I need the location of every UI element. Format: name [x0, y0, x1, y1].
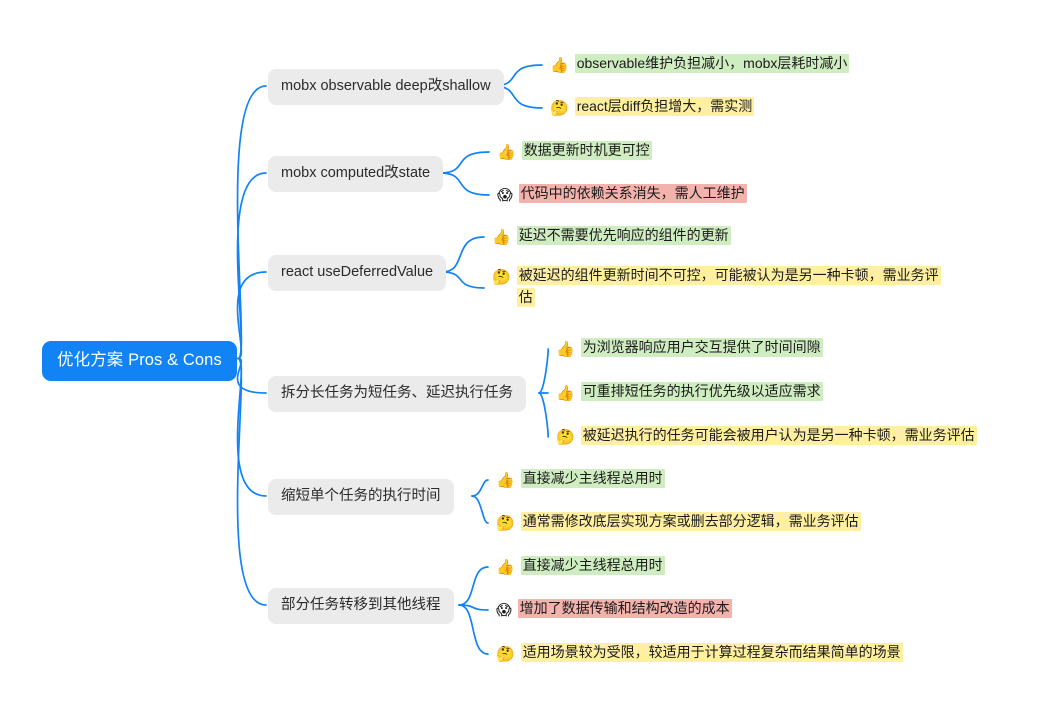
leaf-text-wrapper: 可重排短任务的执行优先级以适应需求 — [580, 381, 823, 403]
leaf-label: 可重排短任务的执行优先级以适应需求 — [580, 382, 823, 401]
link-branch-3-leaf-1 — [441, 236, 485, 273]
link-branch-4-leaf-1 — [538, 348, 549, 394]
leaf-text-wrapper: observable维护负担减小，mobx层耗时减小 — [574, 53, 850, 75]
leaf-label: observable维护负担减小，mobx层耗时减小 — [574, 54, 850, 73]
thinking-face-icon: 🤔 — [556, 428, 575, 446]
thinking-face-icon: 🤔 — [492, 268, 511, 286]
leaf-node-3-2[interactable]: 🤔 被延迟的组件更新时间不可控，可能被认为是另一种卡顿，需业务评估 — [492, 265, 944, 308]
leaf-text-wrapper: 适用场景较为受限，较适用于计算过程复杂而结果简单的场景 — [520, 642, 903, 664]
thinking-face-icon: 🤔 — [496, 645, 515, 663]
link-branch-5-leaf-2 — [471, 495, 489, 524]
leaf-label: 代码中的依赖关系消失，需人工维护 — [518, 184, 747, 203]
leaf-text-wrapper: 增加了数据传输和结构改造的成本 — [517, 598, 732, 620]
branch-node-5[interactable]: 缩短单个任务的执行时间 — [268, 479, 454, 515]
thumbs-up-icon: 👍 — [496, 471, 515, 489]
branch-node-2[interactable]: mobx computed改state — [268, 156, 444, 192]
leaf-text-wrapper: 数据更新时机更可控 — [521, 140, 652, 162]
leaf-label: react层diff负担增大，需实测 — [574, 97, 755, 116]
thinking-face-icon: 🤔 — [496, 514, 515, 532]
thumbs-up-icon: 👍 — [550, 56, 569, 74]
thumbs-up-icon: 👍 — [556, 340, 575, 358]
link-root-to-branch-4 — [236, 357, 267, 394]
link-root-to-branch-1 — [236, 85, 267, 360]
leaf-node-5-2[interactable]: 🤔 通常需修改底层实现方案或删去部分逻辑，需业务评估 — [496, 511, 861, 535]
leaf-node-2-2[interactable]: 😱 代码中的依赖关系消失，需人工维护 — [497, 183, 747, 207]
link-branch-5-leaf-1 — [471, 479, 489, 497]
thinking-face-icon: 🤔 — [550, 99, 569, 117]
leaf-label: 数据更新时机更可控 — [521, 141, 652, 160]
leaf-node-4-3[interactable]: 🤔 被延迟执行的任务可能会被用户认为是另一种卡顿，需业务评估 — [556, 425, 977, 449]
branch-node-6[interactable]: 部分任务转移到其他线程 — [268, 588, 454, 624]
link-branch-6-leaf-2 — [458, 604, 489, 611]
link-branch-3-leaf-2 — [441, 271, 485, 289]
thumbs-up-icon: 👍 — [556, 384, 575, 402]
leaf-node-4-2[interactable]: 👍 可重排短任务的执行优先级以适应需求 — [556, 381, 823, 405]
screaming-face-icon: 😱 — [497, 186, 513, 204]
leaf-node-3-1[interactable]: 👍 延迟不需要优先响应的组件的更新 — [492, 225, 731, 249]
leaf-text-wrapper: react层diff负担增大，需实测 — [574, 96, 755, 118]
leaf-node-6-3[interactable]: 🤔 适用场景较为受限，较适用于计算过程复杂而结果简单的场景 — [496, 642, 903, 666]
thumbs-up-icon: 👍 — [497, 143, 516, 161]
leaf-label: 延迟不需要优先响应的组件的更新 — [516, 226, 731, 245]
leaf-node-1-2[interactable]: 🤔 react层diff负担增大，需实测 — [550, 96, 755, 120]
leaf-text-wrapper: 为浏览器响应用户交互提供了时间间隙 — [580, 337, 823, 359]
leaf-text-wrapper: 被延迟的组件更新时间不可控，可能被认为是另一种卡顿，需业务评估 — [516, 265, 944, 308]
link-root-to-branch-5 — [236, 357, 267, 497]
leaf-label: 直接减少主线程总用时 — [520, 556, 665, 575]
leaf-text-wrapper: 被延迟执行的任务可能会被用户认为是另一种卡顿，需业务评估 — [580, 425, 977, 447]
screaming-face-icon: 😱 — [496, 601, 512, 619]
leaf-text-wrapper: 延迟不需要优先响应的组件的更新 — [516, 225, 731, 247]
leaf-node-6-2[interactable]: 😱 增加了数据传输和结构改造的成本 — [496, 598, 732, 622]
thumbs-up-icon: 👍 — [496, 558, 515, 576]
leaf-label: 适用场景较为受限，较适用于计算过程复杂而结果简单的场景 — [520, 643, 903, 662]
leaf-label: 增加了数据传输和结构改造的成本 — [517, 599, 732, 618]
link-root-to-branch-3 — [236, 271, 267, 360]
thumbs-up-icon: 👍 — [492, 228, 511, 246]
link-branch-6-leaf-1 — [458, 566, 489, 606]
branch-node-1[interactable]: mobx observable deep改shallow — [268, 69, 504, 105]
branch-node-3[interactable]: react useDeferredValue — [268, 255, 447, 291]
leaf-text-wrapper: 代码中的依赖关系消失，需人工维护 — [518, 183, 747, 205]
branch-node-4[interactable]: 拆分长任务为短任务、延迟执行任务 — [268, 376, 526, 412]
leaf-node-5-1[interactable]: 👍 直接减少主线程总用时 — [496, 468, 665, 492]
link-branch-4-leaf-3 — [538, 392, 549, 438]
leaf-text-wrapper: 通常需修改底层实现方案或删去部分逻辑，需业务评估 — [520, 511, 861, 533]
leaf-node-4-1[interactable]: 👍 为浏览器响应用户交互提供了时间间隙 — [556, 337, 823, 361]
leaf-label: 通常需修改底层实现方案或删去部分逻辑，需业务评估 — [520, 512, 861, 531]
leaf-text-wrapper: 直接减少主线程总用时 — [520, 555, 665, 577]
link-branch-2-leaf-1 — [439, 151, 490, 174]
leaf-label: 直接减少主线程总用时 — [520, 469, 665, 488]
link-branch-6-leaf-3 — [458, 604, 489, 655]
link-root-to-branch-6 — [236, 357, 267, 606]
leaf-node-6-1[interactable]: 👍 直接减少主线程总用时 — [496, 555, 665, 579]
leaf-node-2-1[interactable]: 👍 数据更新时机更可控 — [497, 140, 652, 164]
link-root-to-branch-2 — [236, 172, 267, 360]
leaf-label: 被延迟的组件更新时间不可控，可能被认为是另一种卡顿，需业务评估 — [516, 266, 941, 307]
link-branch-2-leaf-2 — [439, 172, 490, 196]
leaf-label: 为浏览器响应用户交互提供了时间间隙 — [580, 338, 823, 357]
leaf-label: 被延迟执行的任务可能会被用户认为是另一种卡顿，需业务评估 — [580, 426, 977, 445]
leaf-text-wrapper: 直接减少主线程总用时 — [520, 468, 665, 490]
root-node[interactable]: 优化方案 Pros & Cons — [42, 341, 237, 382]
leaf-node-1-1[interactable]: 👍 observable维护负担减小，mobx层耗时减小 — [550, 53, 850, 77]
